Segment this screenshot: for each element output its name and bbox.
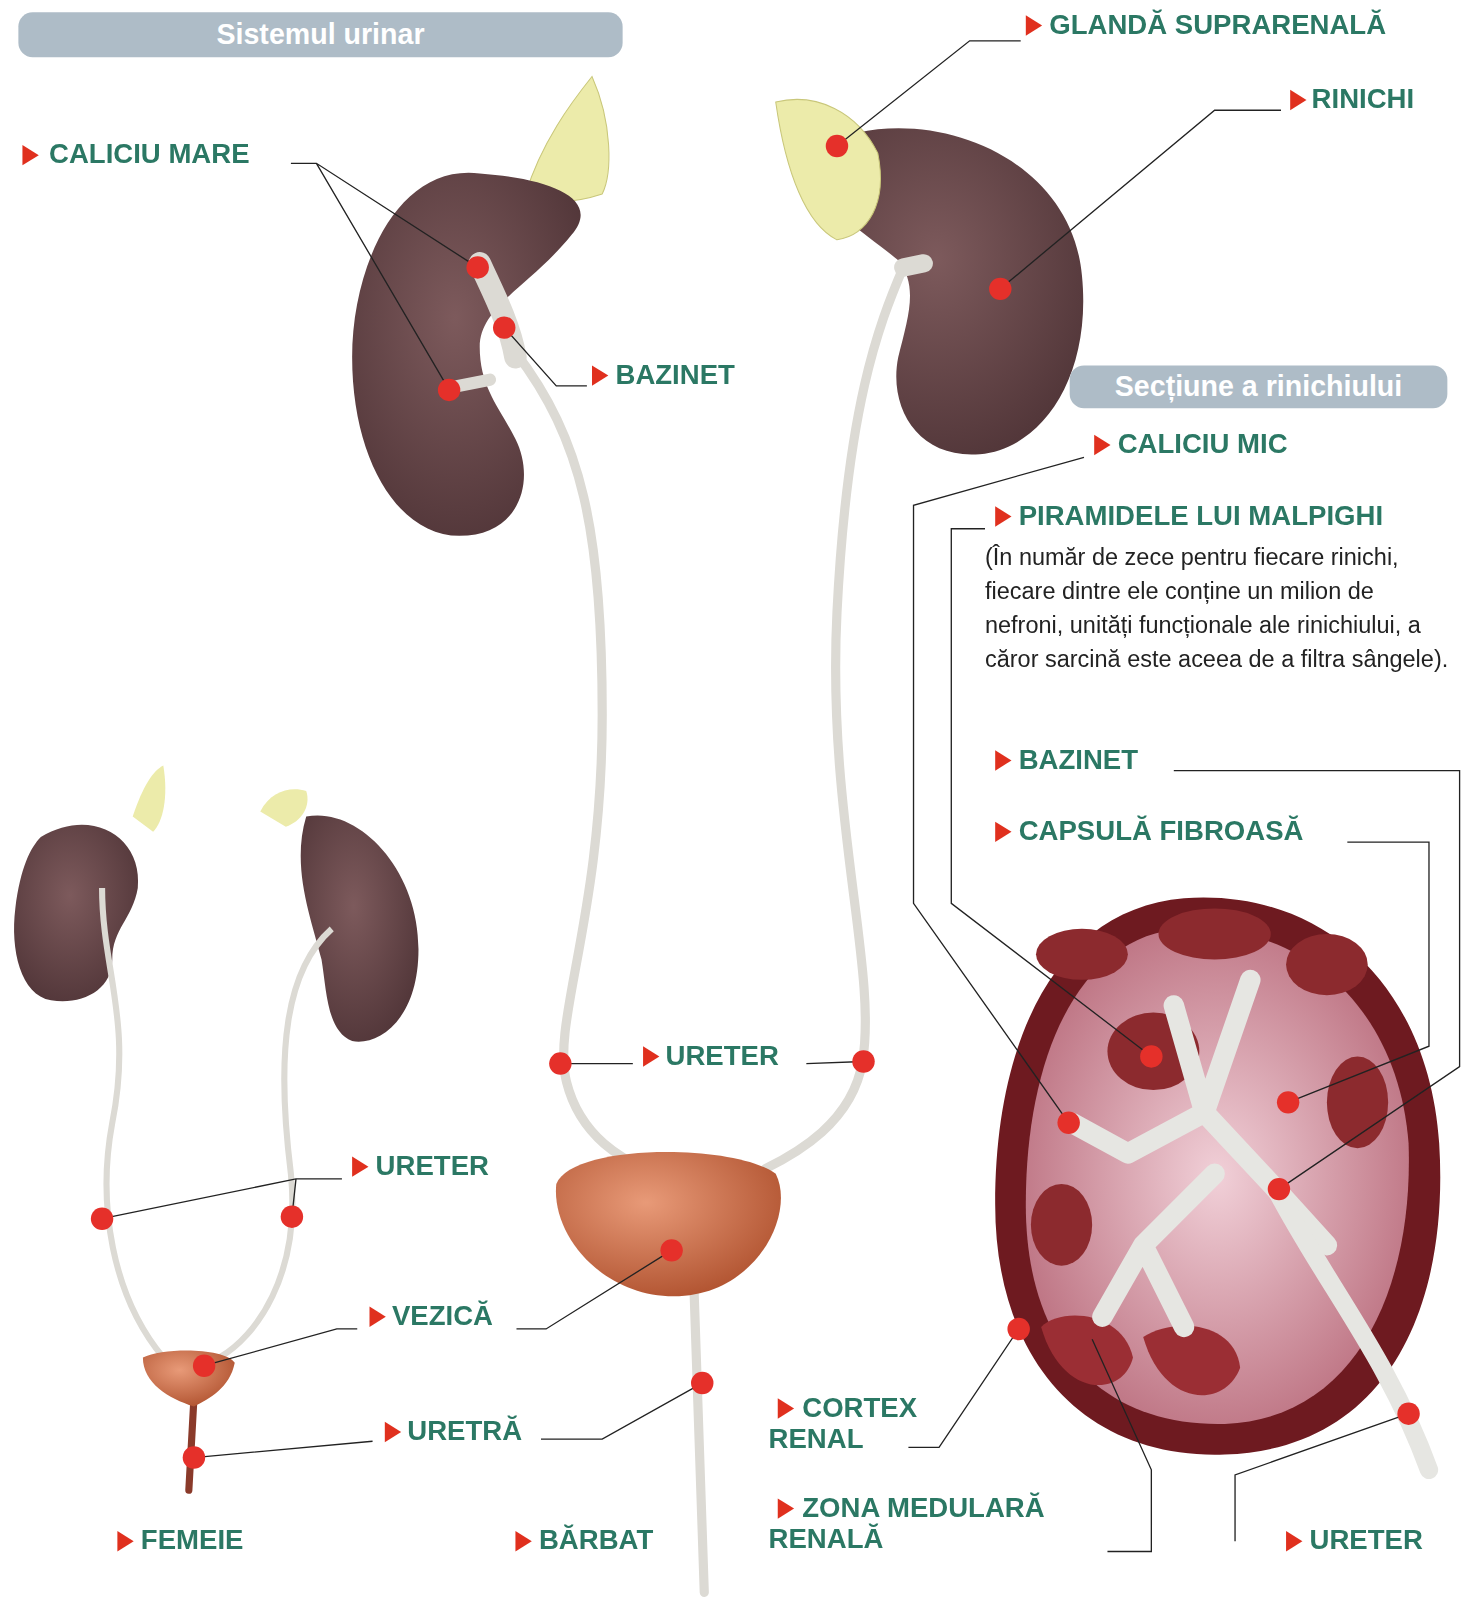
label-arrows [22,15,1306,1551]
part-label: RINICHI [1312,84,1415,116]
kidney-section [995,898,1440,1470]
heading-text: Sistemul urinar [216,18,424,51]
part-label: BAZINET [615,359,734,391]
part-label: URETER [376,1150,489,1182]
part-label: FEMEIE [141,1525,244,1557]
female-system [14,766,418,1491]
leader-lines [102,41,1460,1552]
part-label: PIRAMIDELE LUI MALPIGHI [1019,500,1383,532]
callout-dots [91,135,1420,1469]
part-label: VEZICĂ [392,1300,493,1332]
part-label: URETER [1310,1525,1423,1557]
part-label: CALICIU MIC [1118,429,1288,461]
part-label: BĂRBAT [539,1525,653,1557]
part-label: CAPSULĂ FIBROASĂ [1019,816,1304,848]
heading-text: Secțiune a rinichiului [1115,371,1402,404]
part-label: GLANDĂ SUPRARENALĂ [1049,9,1386,41]
part-label: URETRĂ [407,1416,522,1448]
part-label: CALICIU MARE [49,139,250,171]
part-label: ZONA MEDULARĂ RENALĂ [769,1492,1106,1555]
section-heading: Sistemul urinar [18,12,622,57]
part-label: CORTEX RENAL [769,1392,932,1455]
section-heading: Secțiune a rinichiului [1070,365,1448,408]
male-system [352,77,1083,1593]
part-label: URETER [665,1040,778,1072]
note-text: (În număr de zece pentru fiecare rinichi… [985,541,1457,676]
part-label: BAZINET [1019,744,1138,776]
